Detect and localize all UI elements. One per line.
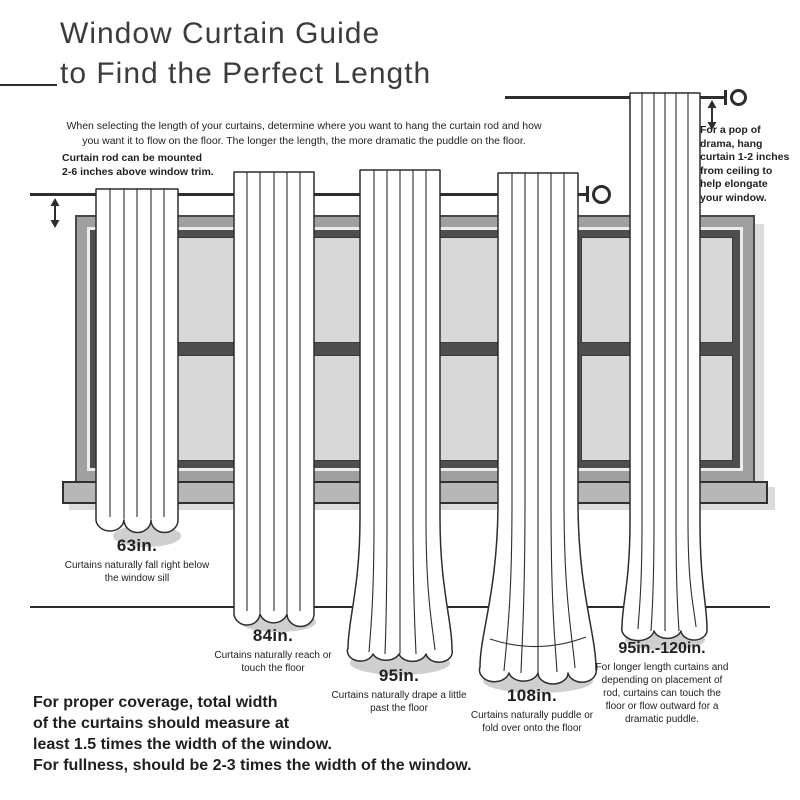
- curtain-84in-description: Curtains naturally reach or touch the fl…: [214, 650, 332, 674]
- curtain-95in-length: 95in.: [378, 666, 420, 685]
- rod-mount-note-line-2: 2-6 inches above window trim.: [62, 166, 214, 178]
- mount-height-arrow-icon: [50, 198, 60, 228]
- ceiling-note: For a pop of drama, hang curtain 1-2 inc…: [700, 124, 796, 205]
- rod-mount-note: Curtain rod can be mounted 2-6 inches ab…: [62, 151, 214, 179]
- curtain-63in-description: Curtains naturally fall right below the …: [64, 560, 210, 584]
- ceiling-note-line-5: help elongate: [700, 178, 768, 190]
- ceiling-rod-end-cap: [724, 90, 727, 105]
- curtain-95in-graphic: [346, 169, 453, 675]
- coverage-note-line-1: For proper coverage, total width: [33, 694, 278, 711]
- coverage-note-line-3: least 1.5 times the width of the window.: [33, 736, 332, 753]
- ceiling-curtain-rod: [505, 96, 724, 99]
- curtain-63in-length: 63in.: [116, 536, 158, 555]
- page-title-line-1: Window Curtain Guide: [60, 17, 381, 50]
- main-rod-end-cap: [586, 186, 589, 202]
- curtain-95-120in-label: 95in.-120in. For longer length curtains …: [592, 640, 732, 726]
- ceiling-note-line-1: For a pop of: [700, 124, 761, 136]
- page-title-line-2: to Find the Perfect Length: [60, 57, 432, 90]
- curtain-108in-graphic: [478, 172, 597, 693]
- coverage-note-line-2: of the curtains should measure at: [33, 715, 290, 732]
- curtain-108in-length: 108in.: [507, 686, 557, 705]
- ceiling-gap-arrow-icon: [707, 100, 717, 130]
- ceiling-rod-finial: [730, 89, 747, 106]
- curtain-108in-label: 108in. Curtains naturally puddle or fold…: [462, 686, 602, 735]
- ceiling-note-line-4: from ceiling to: [700, 164, 773, 177]
- main-rod-finial: [592, 185, 611, 204]
- curtain-63in-graphic: [95, 188, 181, 547]
- curtain-95-120in-length: 95in.-120in.: [618, 640, 706, 657]
- curtain-95in-label: 95in. Curtains naturally drape a little …: [330, 666, 468, 715]
- coverage-note-line-4: For fullness, should be 2-3 times the wi…: [33, 757, 472, 774]
- page-title: Window Curtain Guide to Find the Perfect…: [60, 14, 431, 94]
- ceiling-note-line-2: drama, hang: [700, 137, 763, 150]
- ceiling-note-line-6: your window.: [700, 191, 767, 204]
- curtain-95-120in-description: For longer length curtains and depending…: [595, 662, 729, 725]
- intro-text: When selecting the length of your curtai…: [66, 120, 542, 147]
- curtain-84in-graphic: [233, 171, 316, 632]
- curtain-84in-length: 84in.: [252, 626, 294, 645]
- ceiling-line-left: [0, 84, 57, 86]
- curtain-84in-label: 84in. Curtains naturally reach or touch …: [206, 626, 340, 675]
- ceiling-note-line-3: curtain 1-2 inches: [700, 151, 790, 163]
- curtain-108in-description: Curtains naturally puddle or fold over o…: [470, 710, 594, 734]
- curtain-95in-description: Curtains naturally drape a little past t…: [331, 690, 467, 714]
- curtain-95-120in-graphic: [621, 92, 708, 650]
- curtain-63in-label: 63in. Curtains naturally fall right belo…: [62, 536, 212, 585]
- rod-mount-note-line-1: Curtain rod can be mounted: [62, 152, 203, 164]
- coverage-note: For proper coverage, total width of the …: [33, 692, 472, 776]
